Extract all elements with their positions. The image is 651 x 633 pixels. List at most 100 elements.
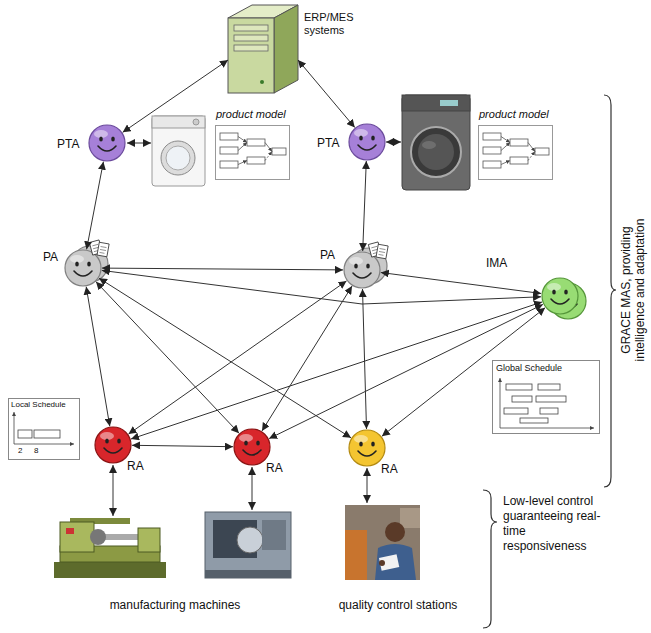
connector [381, 273, 541, 294]
connector [363, 161, 367, 251]
face-part [359, 441, 363, 446]
face-part [100, 252, 105, 254]
gantt-chart [500, 378, 501, 428]
gantt-chart [18, 430, 32, 438]
gantt-chart [34, 430, 60, 438]
cnc-machine [205, 570, 291, 578]
face-part [101, 247, 107, 248]
agent-circle: PA [344, 252, 380, 288]
brace [604, 95, 616, 487]
connector [132, 445, 233, 446]
inspection-photo [379, 554, 399, 570]
model-flowchart [501, 137, 510, 143]
cnc-machine [205, 512, 291, 578]
lathe-machine [90, 529, 106, 545]
model-flowchart [238, 161, 247, 165]
model-flowchart [220, 133, 286, 168]
node-label: RA [381, 462, 398, 476]
face-part [376, 244, 388, 259]
gantt-chart [14, 412, 74, 444]
agent-face [344, 252, 380, 288]
model-flowchart [535, 148, 549, 155]
agent-face [95, 427, 131, 463]
model-flowchart [238, 143, 247, 151]
face-part [371, 135, 375, 140]
face-part [95, 427, 131, 463]
machine-caption: manufacturing machines [100, 598, 250, 612]
document-icon [376, 244, 388, 259]
face-part [105, 438, 109, 443]
face-part [99, 136, 103, 141]
face-part [358, 145, 376, 150]
document-icon [89, 240, 109, 257]
connector [99, 278, 351, 438]
face-part [349, 124, 385, 160]
face-part [89, 125, 125, 161]
model-box: product model [215, 125, 290, 180]
agent-face [65, 250, 101, 286]
node-label: PA [43, 250, 58, 264]
tick-number: 8 [34, 446, 38, 456]
model-flowchart [265, 152, 272, 161]
node-label: IMA [486, 256, 507, 270]
link-arrow [367, 468, 368, 503]
agent-face [349, 124, 385, 160]
connector [363, 289, 367, 429]
model-flowchart [528, 152, 535, 161]
agent-circle: PTA [89, 125, 125, 161]
face-part [74, 271, 92, 276]
washer-white [152, 116, 205, 186]
gantt-chart [540, 408, 558, 414]
agent-face [89, 125, 125, 161]
node-label: ERP/MES systems [304, 11, 366, 37]
server-icon [234, 25, 268, 31]
agent-face [65, 124, 586, 466]
server-node: ERP/MES systems [228, 5, 298, 93]
inspection-photo [345, 505, 420, 580]
model-box: product model [478, 125, 553, 180]
face-part [344, 252, 380, 288]
face-part [552, 289, 556, 294]
face-part [97, 242, 109, 257]
connector [298, 60, 355, 128]
cnc-machine [205, 512, 291, 578]
face-part [87, 261, 91, 266]
face-part [564, 289, 568, 294]
server-icon [228, 5, 298, 93]
face-part [358, 451, 376, 456]
model-flowchart [238, 137, 247, 143]
washer-white [193, 119, 199, 125]
agent-circle: PTA [349, 124, 385, 160]
schedule-box: Local Schedule28 [8, 398, 80, 460]
node-label: RA [127, 459, 144, 473]
server-icon [228, 18, 274, 93]
agent-face [349, 430, 385, 466]
model-flowchart [528, 143, 535, 152]
washer-white [166, 146, 190, 170]
model-flowchart [501, 161, 510, 165]
document-icon [97, 242, 109, 257]
gantt-chart [500, 378, 594, 428]
agent-circle: RA [234, 429, 270, 465]
face-part [244, 440, 248, 445]
inspection-photo [385, 522, 405, 542]
agent-face [542, 278, 578, 314]
agent-circle: PA [65, 250, 101, 286]
document-icon [368, 242, 388, 259]
gantt-chart [536, 396, 566, 402]
link-arrow [252, 467, 253, 510]
model-flowchart [483, 147, 501, 154]
face-part [92, 244, 98, 246]
connector [123, 60, 228, 132]
node-label: product model [479, 108, 549, 121]
server-icon [274, 5, 298, 93]
face-part [353, 273, 371, 278]
brace [483, 490, 497, 628]
connector [129, 281, 347, 434]
agent-face [234, 429, 270, 465]
gantt-chart [512, 396, 532, 402]
face-part [359, 135, 363, 140]
connector [87, 162, 104, 250]
